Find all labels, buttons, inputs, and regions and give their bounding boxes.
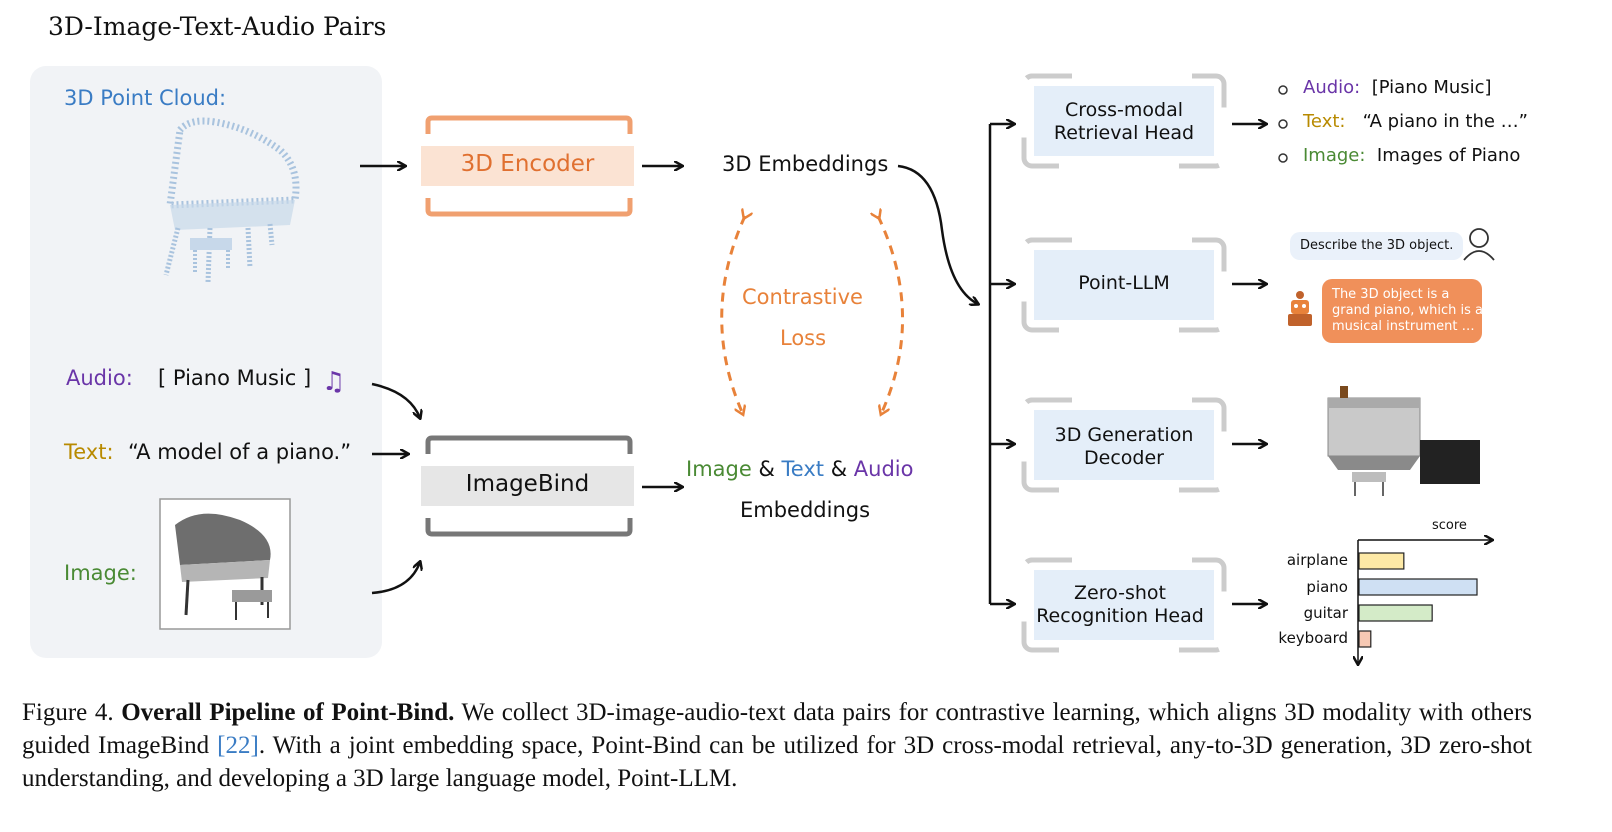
page-title: 3D-Image-Text-Audio Pairs — [48, 12, 387, 41]
bar-piano — [1358, 578, 1478, 596]
text-word: Text — [781, 457, 825, 481]
retrieval-head-line1: Cross-modal — [1064, 99, 1184, 121]
point-llm-label: Point-LLM — [1078, 272, 1170, 294]
caption-bold: Overall Pipeline of Point-Bind. — [121, 699, 455, 726]
bot-message-bubble: The 3D object is a grand piano, which is… — [1322, 279, 1483, 343]
bar-label-airplane: airplane — [1286, 551, 1348, 569]
bot-line-3: musical instrument … — [1332, 319, 1475, 334]
retrieval-result-text: Text: “A piano in the …” — [1303, 111, 1528, 132]
bar-label-piano: piano — [1306, 578, 1348, 596]
multimodal-embeddings-label: Image & Text & Audio — [686, 457, 914, 481]
bullet-icon — [1278, 153, 1288, 163]
bar-keyboard — [1358, 630, 1372, 648]
bar-label-guitar: guitar — [1303, 604, 1348, 622]
imagebind-label: ImageBind — [465, 471, 590, 497]
text-label: Text: — [64, 440, 114, 464]
imagebind-box — [421, 435, 634, 537]
recognition-line2: Recognition Head — [1036, 605, 1204, 627]
bot-line-2: grand piano, which is a — [1332, 303, 1483, 318]
generation-line1: 3D Generation — [1054, 424, 1194, 446]
retrieval-head-box — [1021, 73, 1227, 169]
contrastive-loss-line2: Loss — [780, 326, 827, 350]
chart-xlabel: score — [1432, 518, 1467, 533]
robot-icon — [1288, 291, 1312, 326]
audio-value: [ Piano Music ] — [158, 366, 312, 390]
retrieval-head-line2: Retrieval Head — [1053, 122, 1195, 144]
figure-caption: Figure 4. Overall Pipeline of Point-Bind… — [22, 696, 1532, 795]
image-label: Image: — [64, 561, 137, 585]
caption-ref: [22] — [217, 732, 259, 759]
generated-piano-image — [1327, 386, 1480, 496]
contrastive-loss-line1: Contrastive — [742, 285, 863, 309]
embeddings-3d-label: 3D Embeddings — [722, 152, 889, 176]
user-message-bubble: Describe the 3D object. — [1290, 232, 1464, 260]
amp-1: & — [758, 457, 775, 481]
point-llm-box — [1021, 237, 1227, 333]
bullet-icon — [1278, 119, 1288, 129]
text-value: “A model of a piano.” — [128, 440, 352, 464]
encoder-3d-label: 3D Encoder — [460, 151, 595, 177]
bar-guitar — [1358, 604, 1433, 622]
piano-image — [159, 498, 291, 630]
bar-airplane — [1358, 552, 1405, 570]
caption-prefix: Figure 4. — [22, 699, 114, 726]
embeddings-word: Embeddings — [740, 498, 871, 522]
bullet-icon — [1278, 85, 1288, 95]
amp-2: & — [830, 457, 848, 481]
caption-part2: . With a joint embedding space, Point-Bi… — [22, 732, 1532, 792]
retrieval-result-image: Image: Images of Piano — [1303, 145, 1521, 166]
point-cloud-icon — [163, 117, 300, 283]
caption-part1: We collect 3D-image-audio-text data pair… — [22, 699, 1532, 759]
retrieval-result-audio: Audio: [Piano Music] — [1303, 77, 1492, 98]
user-avatar-icon — [1463, 228, 1495, 261]
point-cloud-label: 3D Point Cloud: — [64, 86, 227, 110]
generation-line2: Decoder — [1084, 447, 1164, 469]
generation-decoder-box — [1021, 397, 1227, 493]
audio-label: Audio: — [66, 366, 133, 390]
audio-word: Audio — [853, 457, 914, 481]
recognition-line1: Zero-shot — [1074, 582, 1166, 604]
recognition-head-box — [1021, 557, 1227, 653]
bot-line-1: The 3D object is a — [1332, 287, 1450, 302]
image-word: Image — [686, 457, 752, 481]
music-note-icon: ♫ — [322, 367, 345, 397]
recognition-bar-chart — [1358, 540, 1492, 664]
encoder-3d-box — [421, 115, 634, 217]
bar-label-keyboard: keyboard — [1278, 629, 1348, 647]
